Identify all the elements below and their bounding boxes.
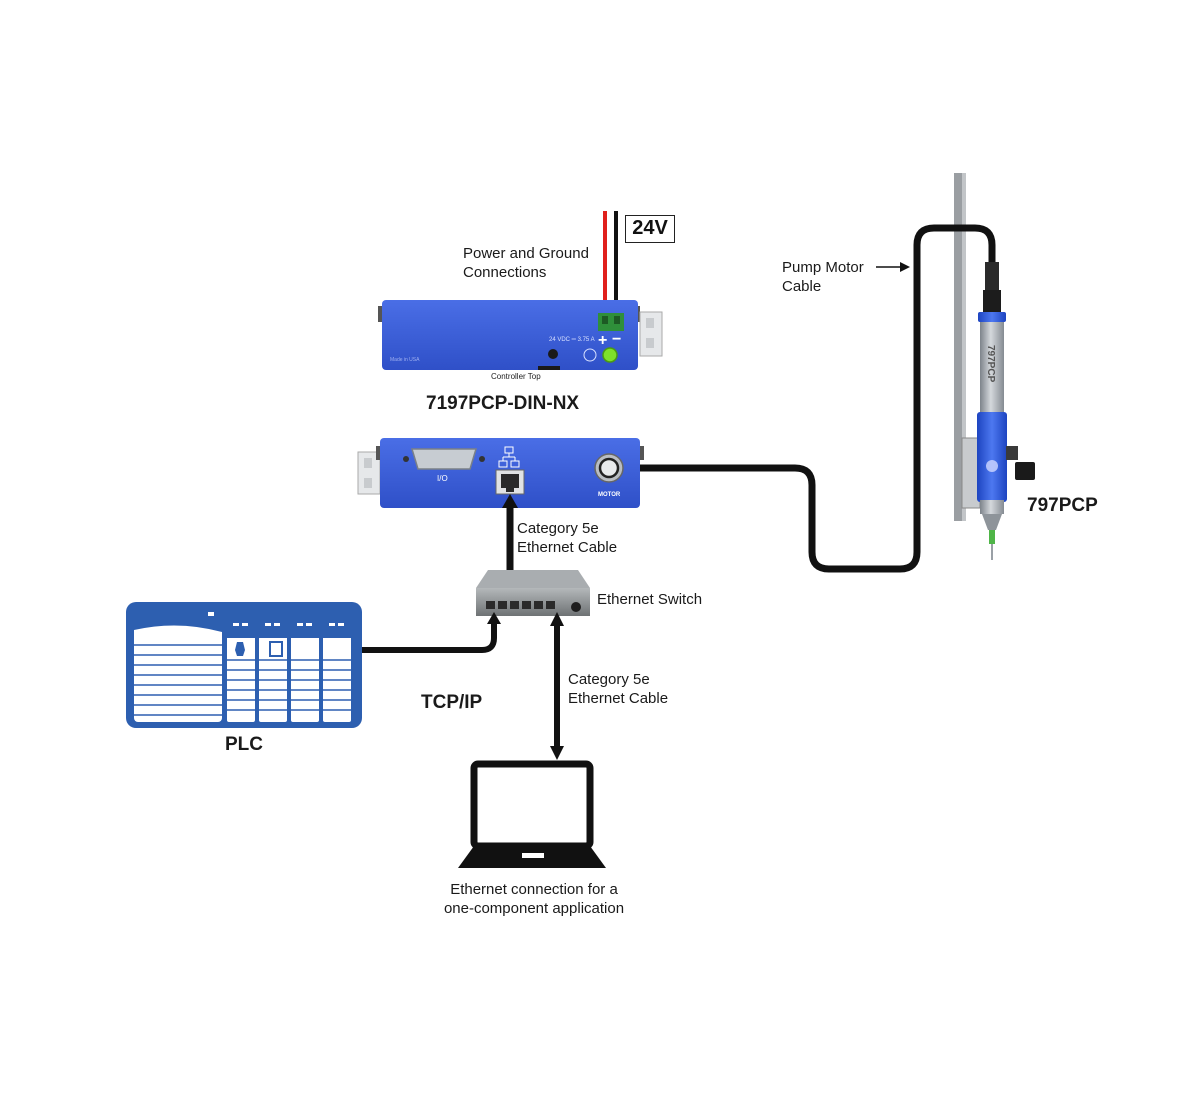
cat5e-bottom-label-line1: Category 5e [568, 671, 650, 688]
laptop-icon [458, 760, 606, 868]
plc-icon [126, 602, 362, 728]
minus-icon: − [612, 331, 621, 348]
rating-label: 24 VDC ═ 3.75 A [549, 337, 595, 343]
controller-top-label: Controller Top [491, 372, 541, 381]
ethernet-switch [476, 570, 590, 616]
network-icon [498, 446, 520, 468]
plc-ethernet-port-icon [269, 641, 283, 657]
power-ground-label-line2: Connections [463, 264, 547, 281]
power-ground-label-line1: Power and Ground [463, 245, 589, 262]
io-connector [410, 448, 478, 470]
switch-port-arrowhead-left [487, 612, 501, 624]
voltage-label: 24V [625, 215, 675, 243]
power-wire-black [614, 211, 618, 316]
cat5e-bottom-label-line2: Ethernet Cable [568, 690, 669, 707]
made-in-label: Made in USA [390, 357, 420, 363]
cat5e-top-arrowhead [502, 494, 518, 508]
switch-port-arrowhead-right [550, 612, 564, 626]
mounting-plate [954, 173, 981, 521]
power-ground-label: Power and Ground Connections [463, 244, 589, 282]
laptop-arrowhead [550, 746, 564, 760]
plc-cable [292, 620, 497, 653]
pump-logo-icon [986, 460, 998, 472]
pump-motor-cable-label: Pump Motor Cable [782, 258, 864, 296]
plc-label: PLC [225, 734, 263, 755]
pump-motor-cable-label-line1: Pump Motor [782, 259, 864, 276]
cat5e-top-label-line1: Category 5e [517, 520, 599, 537]
pump-motor-cable [622, 224, 996, 573]
io-label: I/O [437, 474, 448, 483]
pump-797pcp: 797PCP [977, 262, 1035, 560]
pump-cable-pointer-arrowhead [900, 262, 910, 272]
laptop-caption: Ethernet connection for a one-component … [414, 880, 654, 918]
cat5e-top-label-line2: Ethernet Cable [517, 539, 618, 556]
motor-label: MOTOR [598, 492, 621, 498]
controller-top-view: + − 24 VDC ═ 3.75 A Made in USA [378, 300, 663, 370]
controller-front-view: I/O MOTOR [357, 438, 644, 508]
laptop-caption-line1: Ethernet connection for a [450, 881, 618, 898]
status-led [602, 347, 618, 363]
controller-model-label: 7197PCP-DIN-NX [426, 393, 580, 414]
pump-body-label: 797PCP [985, 345, 996, 383]
cat5e-bottom-label: Category 5e Ethernet Cable [568, 670, 668, 708]
power-terminal-block [598, 313, 624, 331]
top-connector [548, 349, 558, 359]
pump-motor-cable-label-line2: Cable [782, 278, 822, 295]
power-wire-red [603, 211, 607, 316]
ground-icon [583, 348, 597, 362]
ethernet-switch-label: Ethernet Switch [597, 591, 703, 608]
plus-icon: + [598, 332, 607, 349]
tcpip-label: TCP/IP [421, 692, 483, 713]
cat5e-top-label: Category 5e Ethernet Cable [517, 519, 617, 557]
pump-model-label: 797PCP [1027, 495, 1098, 516]
laptop-caption-line2: one-component application [443, 900, 625, 917]
plc-module-connector-icon [235, 642, 245, 656]
